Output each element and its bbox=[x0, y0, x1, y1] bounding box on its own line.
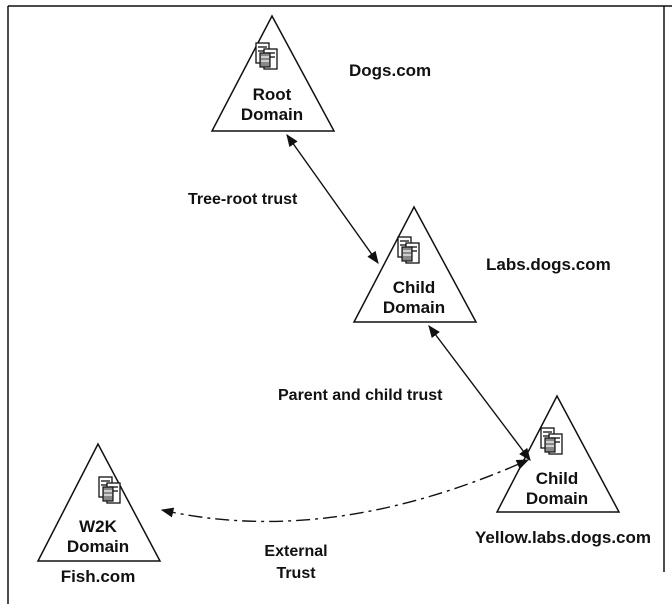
fish-domain-name: Fish.com bbox=[61, 567, 136, 586]
yellow-domain-name: Yellow.labs.dogs.com bbox=[475, 528, 651, 547]
parent-child-trust-arrow bbox=[428, 324, 531, 462]
yellow-domain-line2: Domain bbox=[526, 489, 588, 508]
root-domain-name: Dogs.com bbox=[349, 61, 431, 80]
external-trust-label-line2: Trust bbox=[276, 565, 316, 582]
labs-domain-line2: Domain bbox=[383, 298, 445, 317]
root-domain-line1: Root bbox=[253, 85, 292, 104]
root-domain-triangle bbox=[210, 14, 336, 132]
fish-domain-line2: Domain bbox=[67, 537, 129, 556]
tree-root-trust-arrow bbox=[286, 133, 379, 265]
yellow-domain-line1: Child bbox=[536, 469, 579, 488]
labs-domain-triangle bbox=[352, 205, 478, 323]
yellow-domain-node: Child Domain bbox=[495, 394, 621, 513]
external-trust-label-line1: External bbox=[264, 543, 327, 560]
fish-domain-node: W2K Domain bbox=[36, 442, 162, 562]
external-trust-arrow bbox=[160, 459, 530, 523]
root-domain-node: Root Domain bbox=[210, 14, 336, 132]
tree-root-trust-label: Tree-root trust bbox=[188, 191, 298, 208]
parent-child-trust-label: Parent and child trust bbox=[278, 387, 443, 404]
fish-domain-triangle bbox=[36, 442, 162, 562]
labs-domain-line1: Child bbox=[393, 278, 436, 297]
labs-domain-name: Labs.dogs.com bbox=[486, 255, 611, 274]
root-domain-line2: Domain bbox=[241, 105, 303, 124]
fish-domain-line1: W2K bbox=[79, 517, 118, 536]
labs-domain-node: Child Domain bbox=[352, 205, 478, 323]
